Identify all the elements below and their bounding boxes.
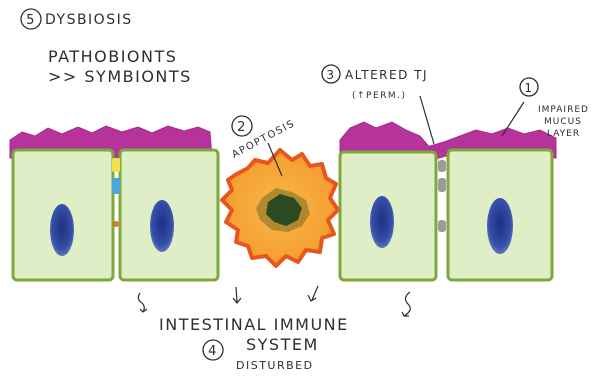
- intestinal-immune-label: INTESTINAL IMMUNE: [159, 315, 349, 334]
- desmosome-orange: [113, 221, 119, 227]
- pathobionts-label: PATHOBIONTS: [48, 47, 177, 66]
- altered-tj-pointer-line: [420, 96, 434, 144]
- altered-tj-label: ALTERED TJ: [345, 68, 428, 82]
- nucleus-3: [370, 196, 394, 248]
- immune-arrow-4: [402, 292, 410, 316]
- nucleus-2: [150, 200, 174, 252]
- layer-label: LAYER: [547, 129, 580, 139]
- immune-arrow-2: [233, 287, 241, 303]
- dysbiosis-title: DYSBIOSIS: [45, 12, 133, 28]
- badge-1-label: 1: [524, 81, 533, 95]
- tight-junction-yellow: [112, 158, 120, 172]
- badge-3-label: 3: [326, 68, 335, 82]
- badge-5-label: 5: [26, 13, 36, 28]
- badge-4-label: 4: [208, 344, 218, 359]
- impaired-label: IMPAIRED: [538, 105, 589, 115]
- altered-junction-1: [438, 160, 446, 172]
- perm-label: (↑PERM.): [352, 91, 407, 101]
- nucleus-4: [487, 198, 513, 254]
- immune-arrow-3: [308, 286, 318, 301]
- altered-junction-3: [438, 220, 446, 232]
- system-label: SYSTEM: [246, 335, 319, 354]
- nucleus-1: [50, 204, 74, 256]
- altered-junction-2: [438, 178, 446, 192]
- immune-arrow-1: [138, 293, 147, 312]
- badge-2-label: 2: [237, 120, 247, 135]
- symbionts-label: >> SYMBIONTS: [48, 67, 192, 86]
- mucus-label: MUCUS: [544, 117, 582, 127]
- tight-junction-blue: [112, 178, 120, 194]
- disturbed-label: DISTURBED: [236, 359, 314, 372]
